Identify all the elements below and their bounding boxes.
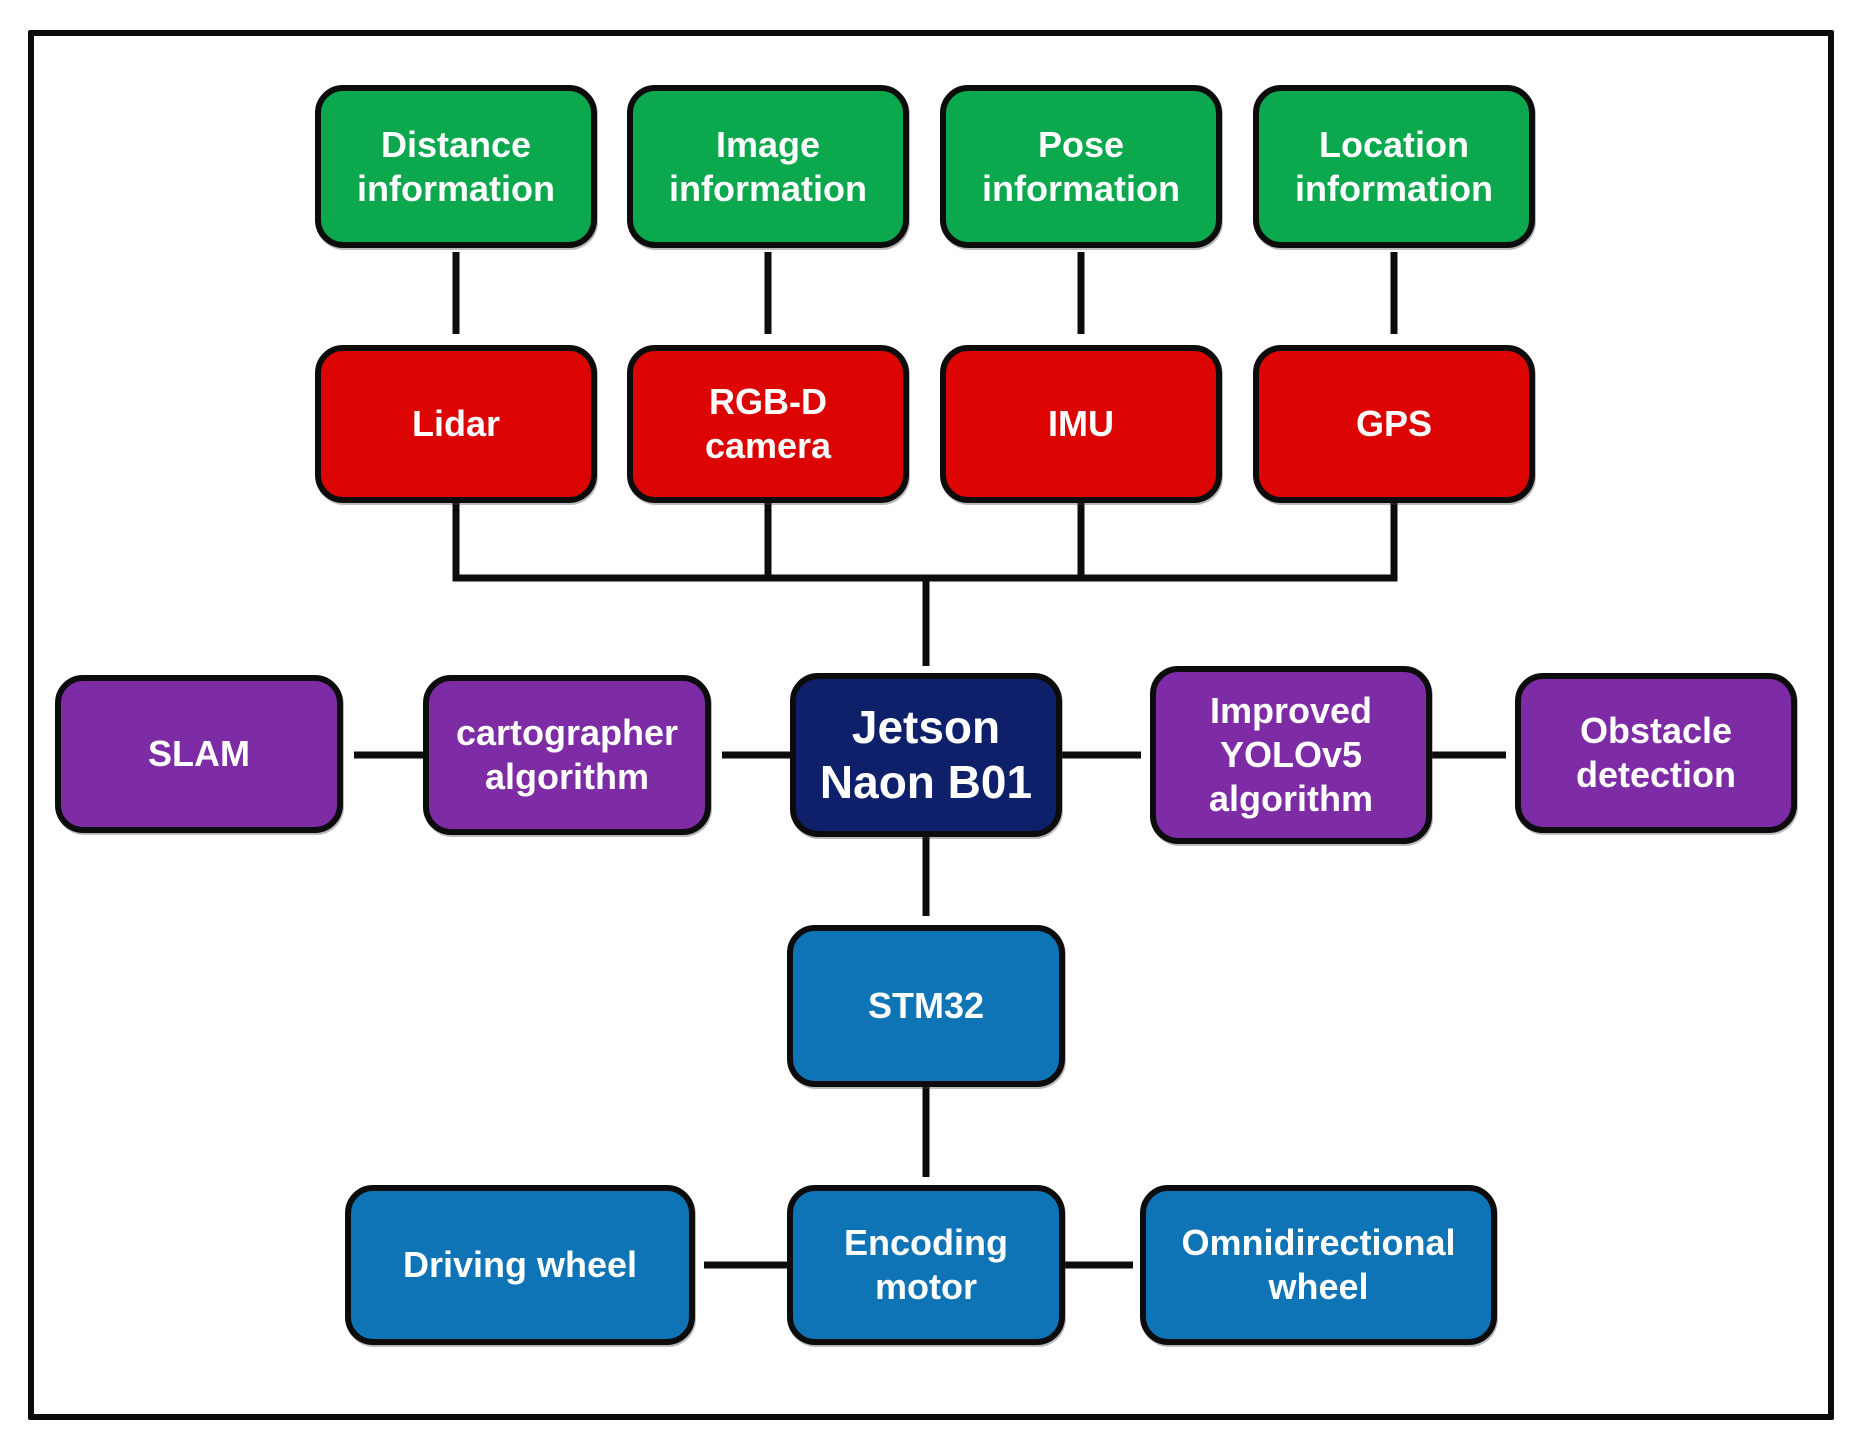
node-obstacle-detection-label: Obstacle detection xyxy=(1575,710,1736,795)
node-lidar: Lidar xyxy=(315,345,597,503)
node-driving-wheel-label: Driving wheel xyxy=(402,1244,638,1286)
node-pose-information: Pose information xyxy=(940,85,1222,248)
node-improved-yolov5-algorithm: Improved YOLOv5 algorithm xyxy=(1150,666,1432,844)
node-stm32-label: STM32 xyxy=(867,985,985,1027)
node-location-information: Location information xyxy=(1253,85,1535,248)
node-encoding-motor-label: Encoding motor xyxy=(844,1222,1008,1307)
node-slam: SLAM xyxy=(55,675,343,833)
node-improved-yolov5-algorithm-label: Improved YOLOv5 algorithm xyxy=(1208,690,1373,819)
node-jetson-naon-b01: Jetson Naon B01 xyxy=(790,673,1062,837)
node-lidar-label: Lidar xyxy=(411,403,500,445)
node-imu-label: IMU xyxy=(1048,403,1114,445)
node-pose-information-label: Pose information xyxy=(982,123,1180,209)
node-encoding-motor: Encoding motor xyxy=(787,1185,1065,1345)
node-jetson-naon-b01-label: Jetson Naon B01 xyxy=(819,700,1033,808)
figure-border xyxy=(28,30,1834,1420)
node-distance-information: Distance information xyxy=(315,85,597,248)
node-cartographer-algorithm-label: cartographer algorithm xyxy=(455,712,679,797)
node-cartographer-algorithm: cartographer algorithm xyxy=(423,675,711,835)
node-omnidirectional-wheel-label: Omnidirectional wheel xyxy=(1181,1222,1456,1307)
node-omnidirectional-wheel: Omnidirectional wheel xyxy=(1140,1185,1497,1345)
node-gps-label: GPS xyxy=(1355,403,1433,445)
node-gps: GPS xyxy=(1253,345,1535,503)
node-obstacle-detection: Obstacle detection xyxy=(1515,673,1797,833)
node-slam-label: SLAM xyxy=(148,733,250,775)
node-stm32: STM32 xyxy=(787,925,1065,1087)
node-driving-wheel: Driving wheel xyxy=(345,1185,695,1345)
node-rgbd-camera: RGB-D camera xyxy=(627,345,909,503)
node-image-information: Image information xyxy=(627,85,909,248)
node-imu: IMU xyxy=(940,345,1222,503)
node-location-information-label: Location information xyxy=(1295,123,1493,209)
node-image-information-label: Image information xyxy=(669,123,867,209)
node-rgbd-camera-label: RGB-D camera xyxy=(704,381,832,466)
node-distance-information-label: Distance information xyxy=(357,123,555,209)
